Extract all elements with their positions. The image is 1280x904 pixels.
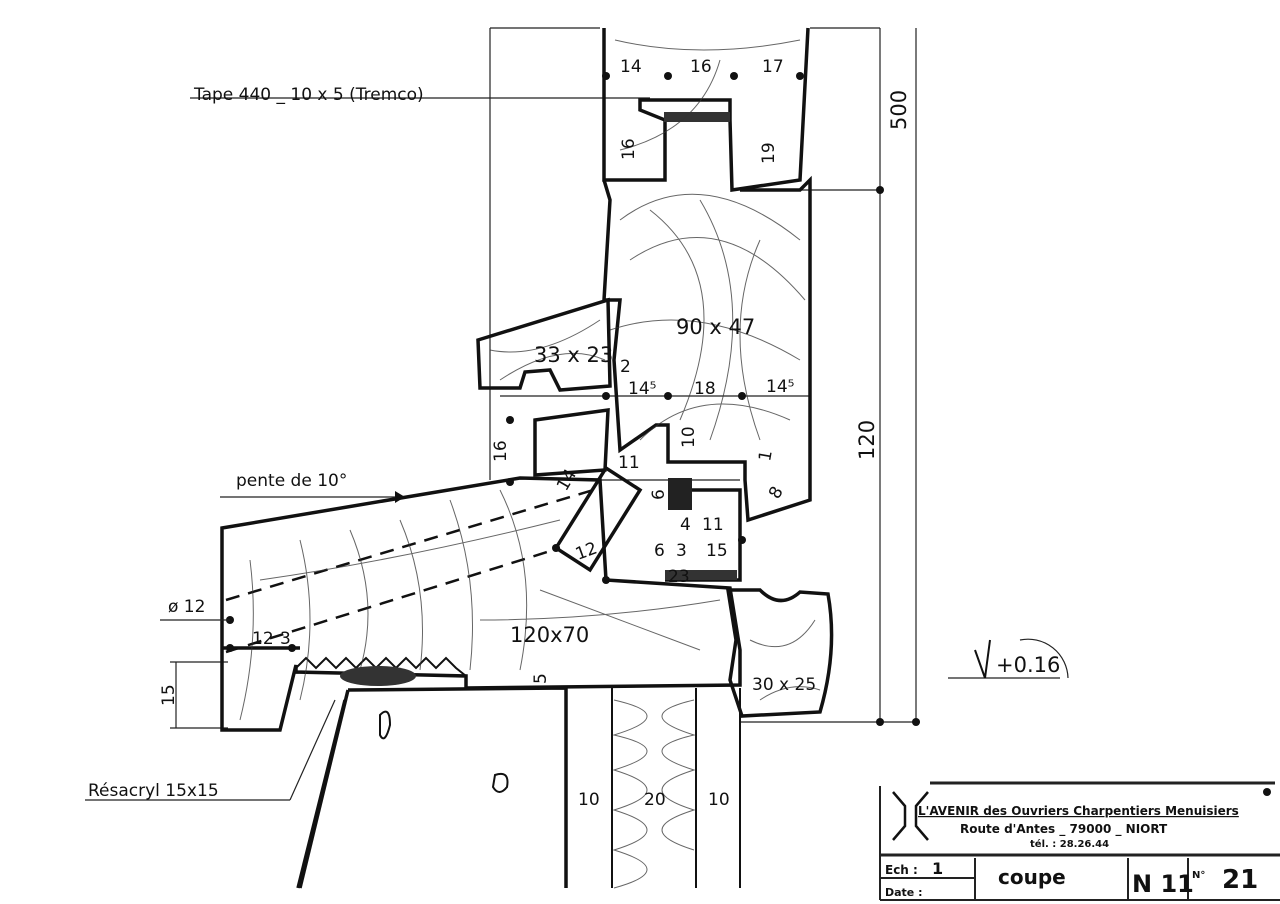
company-phone: tél. : 28.26.44	[1030, 838, 1109, 850]
dim: 19	[759, 142, 779, 164]
dim: 16	[690, 57, 712, 77]
dim: 3	[280, 629, 291, 649]
section-90x47: 90 x 47	[676, 315, 755, 339]
title-block: L'AVENIR des Ouvriers Charpentiers Menui…	[879, 781, 1280, 901]
dimension-labels: 14 16 17 16 19 2 14⁵ 18 14⁵ 16 14 11 10 …	[252, 57, 794, 810]
dim: 14	[620, 57, 642, 77]
dim: 6	[649, 489, 669, 500]
dim: 16	[491, 440, 511, 462]
scale-label: Ech :	[885, 863, 918, 877]
dim: 6	[654, 541, 665, 561]
section-120x70: 120x70	[510, 623, 589, 647]
dim: 10	[679, 426, 699, 448]
wall-section	[296, 686, 741, 889]
drawing-number: 21	[1222, 865, 1258, 895]
series-number: N 11	[1132, 870, 1194, 898]
tape-seal	[664, 112, 730, 122]
dim-500: 500	[887, 90, 911, 130]
company-address: Route d'Antes _ 79000 _ NIORT	[960, 822, 1168, 837]
company-name: L'AVENIR des Ouvriers Charpentiers Menui…	[918, 804, 1239, 818]
dim: 17	[762, 57, 784, 77]
dim: 10	[708, 790, 730, 810]
date-label: Date :	[885, 886, 923, 899]
dim: 18	[694, 379, 716, 399]
resacryl-bead	[340, 666, 416, 686]
dim: 14⁵	[766, 377, 794, 397]
dim: 4	[680, 515, 691, 535]
scale-value: 1	[932, 859, 943, 878]
dim-120: 120	[855, 420, 879, 460]
dim-15: 15	[159, 684, 179, 706]
company-logo	[892, 791, 929, 841]
tape-label: Tape 440 _ 10 x 5 (Tremco)	[193, 85, 424, 105]
leaders	[85, 491, 1069, 801]
glazing-bead	[476, 297, 612, 392]
section-33x23: 33 x 23	[534, 343, 613, 367]
dim: 11	[702, 515, 724, 535]
dim: 14⁵	[628, 379, 656, 399]
dim: 11	[618, 453, 640, 473]
dim: 8	[765, 483, 788, 502]
nosing-profile	[725, 588, 834, 718]
dim: 15	[706, 541, 728, 561]
dim: 12	[252, 629, 274, 649]
dim: 1	[755, 449, 777, 463]
level-label: +0.16	[996, 653, 1060, 677]
leader-arrow	[296, 699, 347, 889]
dimension-dots	[226, 72, 920, 726]
dim: 14	[553, 466, 581, 495]
dim: 10	[578, 790, 600, 810]
dim: 23	[668, 567, 690, 587]
drawing-type: coupe	[998, 865, 1066, 889]
sealant-label: Résacryl 15x15	[88, 781, 219, 801]
number-label: N°	[1192, 870, 1205, 881]
dim: 5	[531, 673, 551, 684]
dim: 16	[619, 138, 639, 160]
sill-profile	[220, 465, 742, 732]
upper-rail-profile	[602, 27, 812, 523]
slope-label: pente de 10°	[236, 471, 347, 491]
dim: 20	[644, 790, 666, 810]
drip-diameter-label: ø 12	[168, 597, 205, 617]
dim: 2	[620, 357, 631, 377]
section-30x25: 30 x 25	[752, 675, 816, 695]
dim: 3	[676, 541, 687, 561]
